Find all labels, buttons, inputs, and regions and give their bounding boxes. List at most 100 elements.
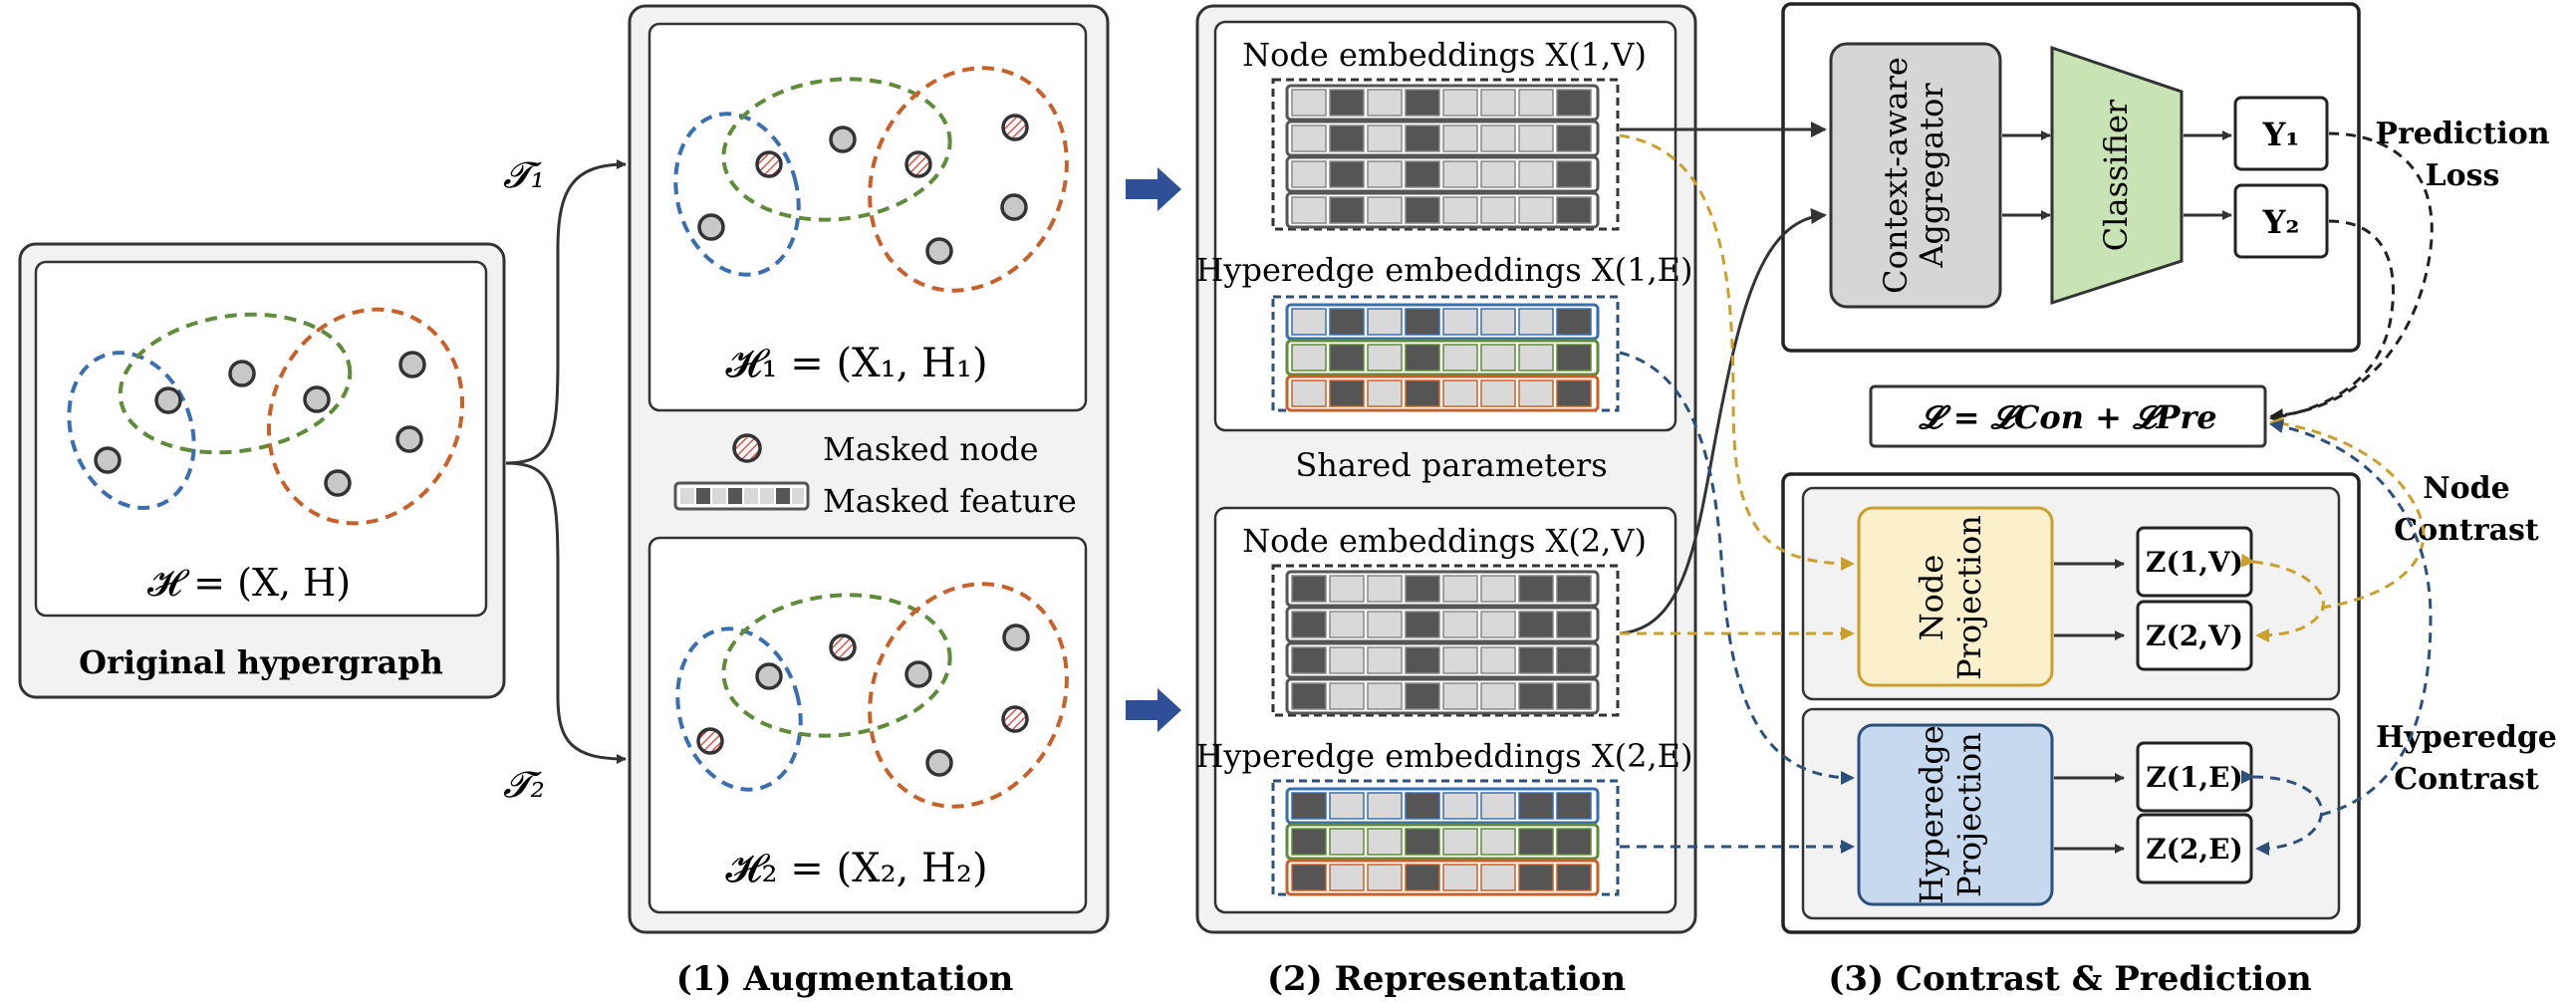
embedding-cell [1556,864,1592,891]
embedding-cell [1329,864,1365,891]
embedding-cell [1291,646,1327,674]
embedding-cell [1556,308,1592,336]
view2-formula: 𝓗₂ = (X₂, H₂) [725,846,987,891]
embedding-cell [1556,611,1592,638]
embedding-cell [1442,125,1478,152]
embedding-cell [1329,379,1365,407]
masked-node-label: Masked node [823,430,1039,468]
augmentation-to-representation-arrows [1126,167,1181,732]
embedding-cell [1405,308,1440,336]
transform-t1-label: 𝓣₁ [503,155,545,196]
embedding-cell [1329,196,1365,224]
node-embeddings-2-matrix [1285,570,1600,715]
embedding-cell [1556,828,1592,856]
embedding-cell [1480,682,1516,710]
aggregator-label-2: Aggregator [1913,83,1950,269]
embedding-cell [1518,125,1554,152]
embedding-cell [1405,682,1440,710]
original-formula: 𝓗 = (X, H) [147,561,351,605]
masked-node-icon [732,433,762,463]
embedding-cell [1518,160,1554,188]
view1-graph [673,66,1069,293]
embedding-cell [1518,344,1554,372]
embedding-cell [1518,646,1554,674]
embedding-cell [1480,646,1516,674]
embedding-cell [1480,89,1516,117]
embedding-cell [1442,344,1478,372]
embedding-cell [1518,682,1554,710]
embedding-cell [1291,828,1327,856]
embedding-cell [1442,379,1478,407]
embedding-cell [1556,379,1592,407]
prediction-panel: Context-aware Aggregator Classifier Y₁ Y… [1781,2,2361,353]
embedding-cell [1367,196,1403,224]
embedding-cell [1405,89,1440,117]
embedding-cell [1480,196,1516,224]
embedding-cell [1329,828,1365,856]
node-embeddings-2-box [1271,564,1620,717]
embedding-cell [1405,379,1440,407]
embedding-cell [1329,792,1365,820]
embedding-cell [1442,864,1478,891]
embedding-cell [1442,611,1478,638]
node-projection-box [1857,506,2054,687]
embedding-cell [1329,308,1365,336]
node-projection-label-1: Node [1913,555,1950,641]
embedding-cell [1405,864,1440,891]
embedding-cell [1556,160,1592,188]
prediction-loss-label-2: Loss [2426,158,2500,193]
aggregator-label-1: Context-aware [1877,57,1915,294]
embedding-cell [1329,646,1365,674]
embedding-cell [1291,125,1327,152]
y2-box [2233,183,2329,259]
embedding-cell [1367,125,1403,152]
embedding-cell [1480,611,1516,638]
embedding-cell [1291,196,1327,224]
embedding-cell [1329,160,1365,188]
embedding-cell [1367,611,1403,638]
hyperedge-projection-label-1: Hyperedge [1913,725,1950,904]
embedding-cell [1367,682,1403,710]
masked-legend: Masked node Masked feature [673,430,1077,520]
transform-t2-label: 𝓣₂ [503,765,545,806]
masked-feature-label: Masked feature [823,482,1077,520]
embedding-cell [1291,792,1327,820]
embedding-cell [1556,646,1592,674]
embedding-cell [1480,160,1516,188]
representation-panel: Node embeddings X(1,V) Hyperedge embeddi… [1195,4,1697,934]
embedding-cell [1518,89,1554,117]
embedding-cell [1480,379,1516,407]
prediction-loss-label-1: Prediction [2375,117,2549,151]
hyperedge-embeddings-1-label: Hyperedge embeddings X(1,E) [1196,251,1693,289]
hyperedge-embeddings-2-box [1271,779,1620,896]
embedding-cell [1556,196,1592,224]
original-caption: Original hypergraph [79,643,443,681]
embedding-cell [1442,792,1478,820]
embedding-cell [1405,344,1440,372]
embedding-cell [1442,575,1478,603]
embedding-cell [1329,682,1365,710]
embedding-cell [1367,344,1403,372]
embedding-cell [1556,89,1592,117]
embedding-cell [1442,828,1478,856]
contrast-caption: (3) Contrast & Prediction [1828,959,2312,999]
embedding-cell [1480,828,1516,856]
representation-caption: (2) Representation [1267,959,1626,999]
embedding-cell [1480,125,1516,152]
z1v-label: Z(1,V) [2146,546,2243,579]
embedding-cell [1480,792,1516,820]
node-embeddings-1-matrix [1285,84,1600,229]
embedding-cell [1480,344,1516,372]
augmentation-panel: 𝓗₁ = (X₁, H₁) Masked node Masked feature [628,4,1110,934]
embedding-cell [1442,308,1478,336]
embedding-cell [1405,646,1440,674]
shared-parameters-label: Shared parameters [1295,446,1607,484]
node-embeddings-1-box [1271,78,1620,231]
y1-label: Y₁ [2262,116,2300,153]
embedding-cell [1405,828,1440,856]
embedding-cell [1405,125,1440,152]
embedding-cell [1442,646,1478,674]
embedding-cell [1367,89,1403,117]
embedding-cell [1518,575,1554,603]
